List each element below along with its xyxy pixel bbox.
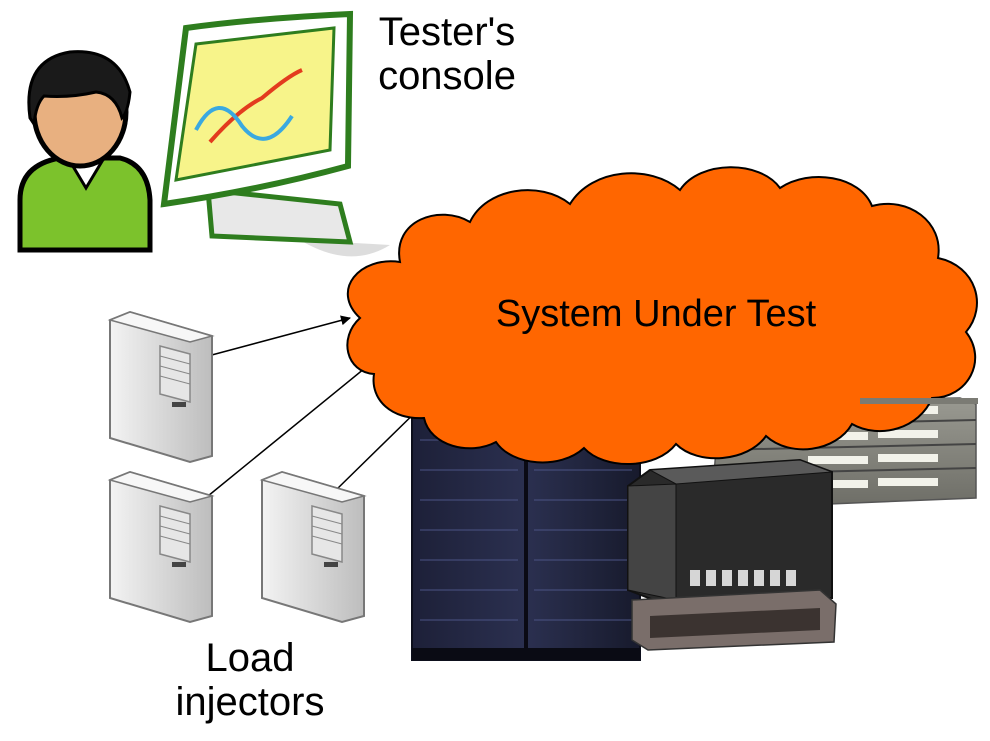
- load-label-line-1: Load: [205, 636, 295, 680]
- arrow-injector-1: [207, 315, 351, 357]
- server-icon: [107, 310, 215, 464]
- cloud-icon: [346, 166, 978, 465]
- load-label-line-2: injectors: [175, 680, 325, 724]
- load-injectors-label: Load injectors: [130, 636, 370, 724]
- chassis-icon: [627, 458, 837, 651]
- console-label-line-2: console: [378, 54, 516, 98]
- system-under-test-label: System Under Test: [495, 293, 817, 335]
- server-icon: [259, 470, 367, 624]
- console-label-line-1: Tester's: [378, 10, 516, 54]
- server-icon: [107, 470, 215, 624]
- person-icon: [17, 50, 153, 253]
- switch-edge: [860, 398, 978, 404]
- console-label: Tester's console: [352, 10, 542, 98]
- arrow-injector-2: [207, 363, 371, 497]
- monitor-icon: [160, 10, 390, 257]
